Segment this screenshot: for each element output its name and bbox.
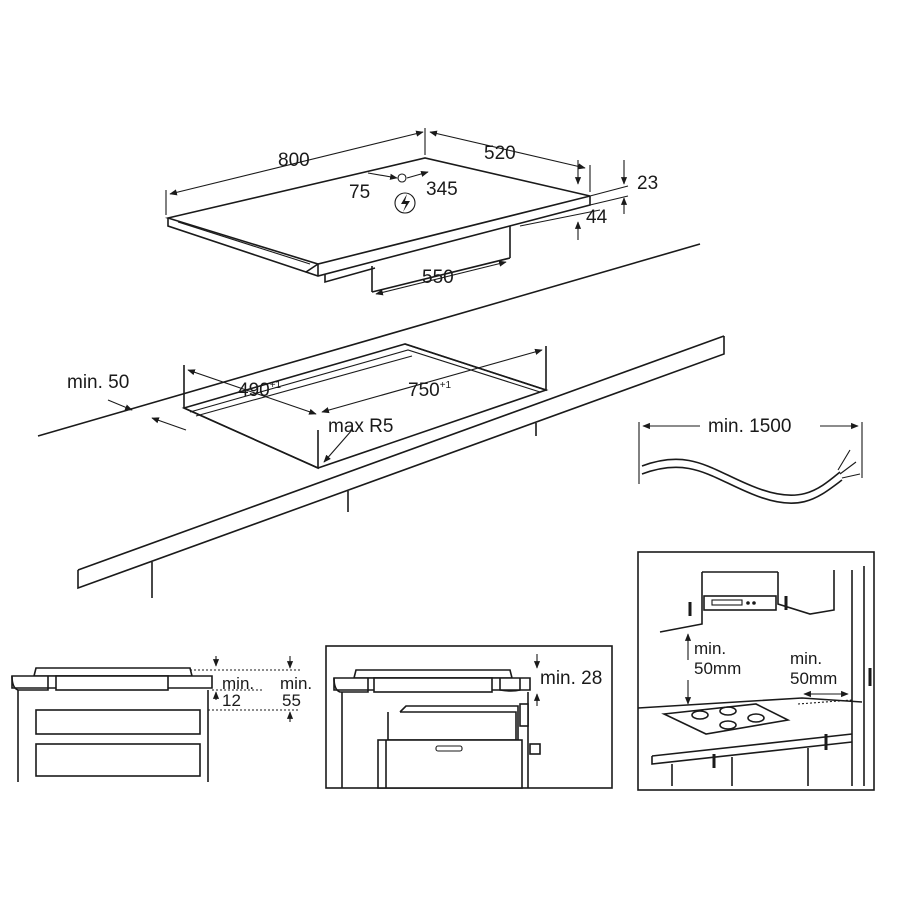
wall-vertical-clearance-label-2: 50mm: [694, 659, 741, 678]
drawer-clearance-label-2: 55: [282, 691, 301, 710]
oven-clearance-label: min. 28: [540, 668, 602, 689]
cutout-margin-label: min. 50: [67, 372, 129, 393]
wall-detail: min. 50mm min. 50mm: [637, 551, 875, 791]
drawer-top-clearance-label-2: 12: [222, 691, 241, 710]
hob-thickness-label: 23: [637, 173, 658, 194]
cable-drawing: min. 1500: [638, 416, 863, 504]
worktop-drawing: min. 50 490+1 750+1 max R5: [37, 243, 725, 598]
wall-vertical-clearance-label-1: min.: [694, 639, 726, 658]
hob-width-label: 800: [278, 150, 310, 171]
cutout-radius-label: max R5: [328, 416, 393, 437]
cable-length-label: min. 1500: [708, 416, 791, 437]
wall-side-clearance-label-2: 50mm: [790, 669, 837, 688]
electric-connection-icon: [394, 192, 416, 214]
cutout-depth-tolerance: +1: [270, 380, 282, 391]
hob-height-label: 44: [586, 207, 608, 228]
hob-drawing: 800 520 75 345 23 44 550: [164, 128, 658, 296]
connection-left-label: 75: [349, 182, 370, 203]
wall-side-clearance-label-1: min.: [790, 649, 822, 668]
oven-detail: min. 28: [325, 645, 613, 789]
hob-depth-label: 520: [484, 143, 516, 164]
connection-right-label: 345: [426, 179, 458, 200]
hob-box-width-label: 550: [422, 267, 454, 288]
cutout-depth-label: 490+1: [238, 380, 282, 401]
drawer-clearance-label-1: min.: [280, 674, 312, 693]
drawer-detail: min. 12 min. 55: [11, 656, 312, 782]
cutout-width-value: 750: [408, 380, 440, 401]
drawer-top-clearance-label-1: min.: [222, 674, 254, 693]
cutout-width-label: 750+1: [408, 380, 452, 401]
cutout-depth-value: 490: [238, 380, 270, 401]
cutout-width-tolerance: +1: [440, 380, 452, 391]
